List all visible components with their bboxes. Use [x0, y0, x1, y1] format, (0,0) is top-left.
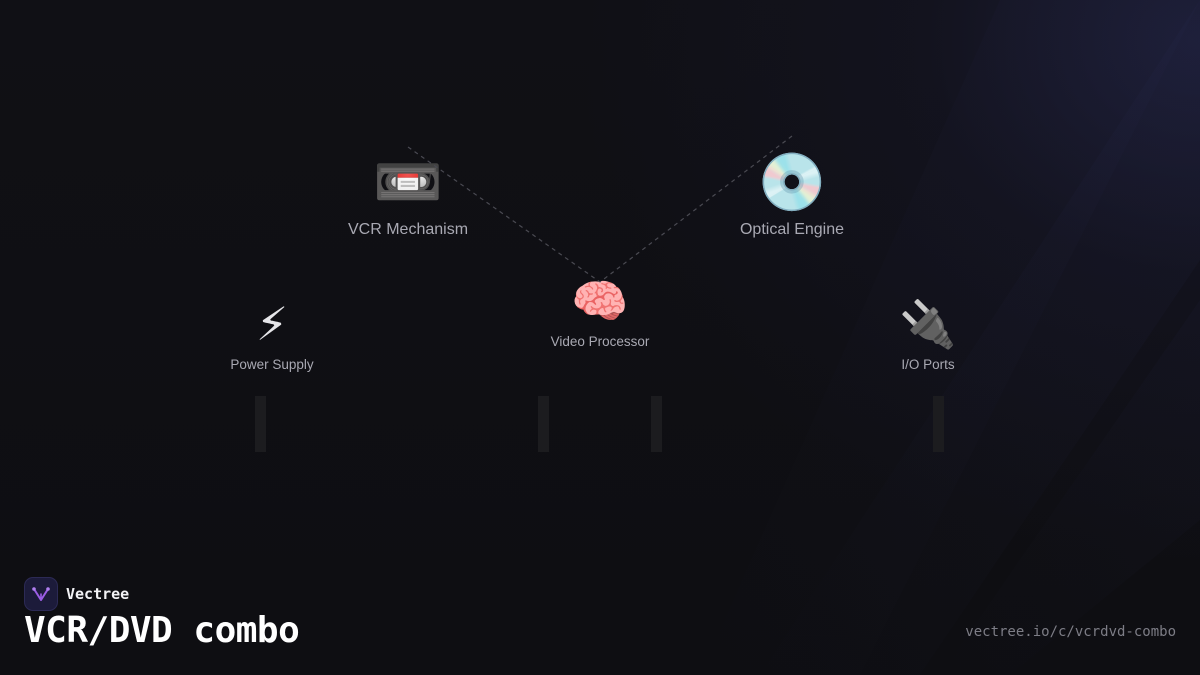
page-title: VCR/DVD combo — [24, 610, 300, 651]
optical-disc-icon: 💿 — [757, 150, 827, 215]
connector-optical-to-processor — [599, 135, 793, 283]
node-vcr-mechanism[interactable]: 📼 VCR Mechanism — [348, 155, 468, 239]
node-label: I/O Ports — [901, 357, 955, 372]
vectree-logo-icon — [24, 577, 58, 611]
node-power-supply[interactable]: ⚡ Power Supply — [230, 301, 313, 372]
brand-name: Vectree — [66, 585, 130, 603]
support-post — [538, 396, 549, 452]
node-label: Optical Engine — [739, 221, 845, 238]
node-optical-engine[interactable]: 💿 Optical Engine — [740, 155, 844, 239]
node-label: VCR Mechanism — [347, 221, 469, 238]
brain-icon: 🧠 — [571, 274, 629, 328]
node-io-ports[interactable]: 🔌 I/O Ports — [899, 301, 956, 372]
support-post — [255, 396, 266, 452]
lightning-bolt-icon: ⚡ — [255, 297, 289, 351]
connector-vcr-to-processor — [407, 146, 601, 283]
support-post — [651, 396, 662, 452]
node-video-processor[interactable]: 🧠 Video Processor — [551, 278, 650, 349]
brand[interactable]: Vectree — [24, 577, 129, 611]
electric-plug-icon: 🔌 — [899, 297, 957, 351]
page-url[interactable]: vectree.io/c/vcrdvd-combo — [965, 624, 1176, 640]
videocassette-icon: 📼 — [373, 150, 443, 215]
node-label: Video Processor — [550, 334, 650, 349]
node-label: Power Supply — [230, 357, 314, 372]
support-post — [933, 396, 944, 452]
